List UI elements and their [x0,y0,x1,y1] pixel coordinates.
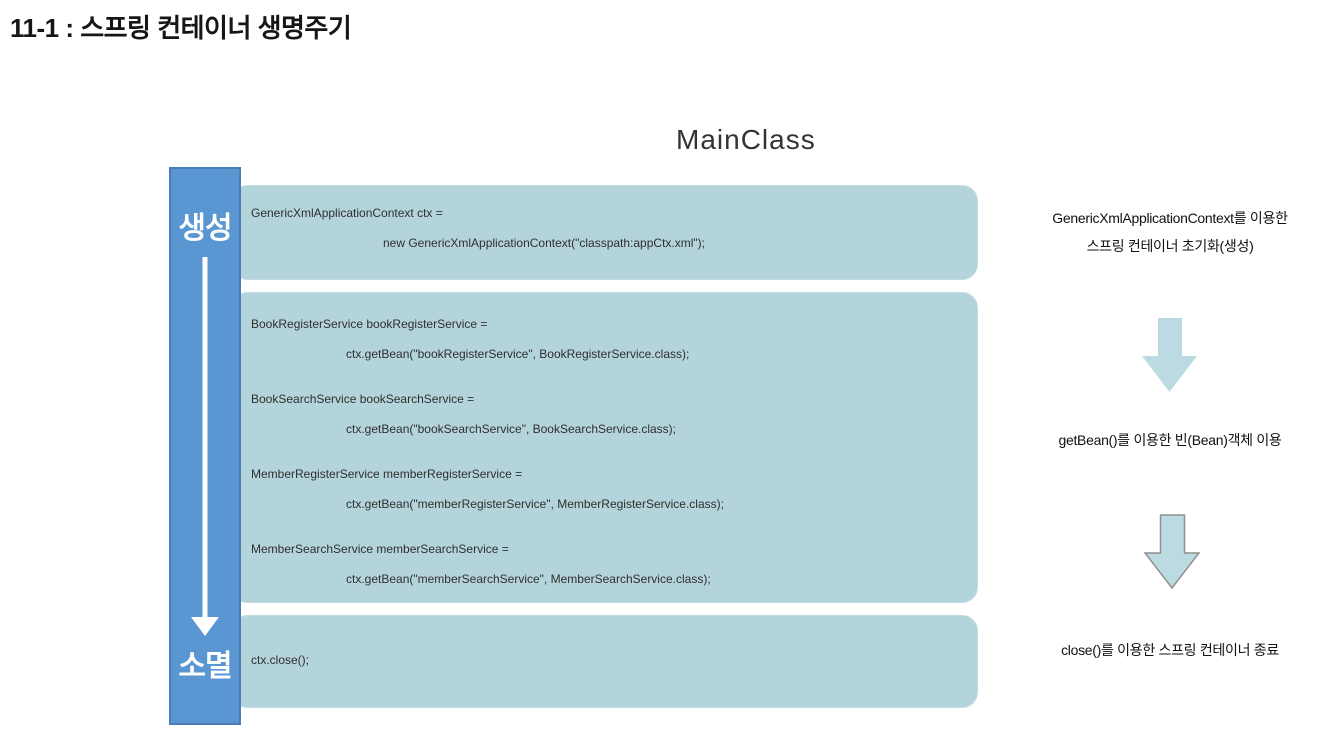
code-line: BookRegisterService bookRegisterService … [251,317,488,331]
code-line: BookSearchService bookSearchService = [251,392,475,406]
annotation-line: GenericXmlApplicationContext를 이용한 [1052,210,1288,226]
annotation-container-init: GenericXmlApplicationContext를 이용한 스프링 컨테… [1020,204,1320,260]
code-block-getbean-usage: BookRegisterService bookRegisterService … [232,292,978,603]
code-line: ctx.getBean("memberRegisterService", Mem… [346,497,724,511]
code-block-container-init: GenericXmlApplicationContext ctx = new G… [232,185,978,280]
code-line: ctx.getBean("bookRegisterService", BookR… [346,347,690,361]
mainclass-heading: MainClass [676,124,816,155]
down-arrow-icon [1144,514,1200,589]
code-line: new GenericXmlApplicationContext("classp… [383,236,705,250]
annotation-line: close()를 이용한 스프링 컨테이너 종료 [1061,642,1279,658]
code-line: ctx.close(); [251,653,310,667]
annotation-line: getBean()를 이용한 빈(Bean)객체 이용 [1058,432,1282,448]
code-block-container-close: ctx.close(); [232,615,978,708]
code-line: MemberRegisterService memberRegisterServ… [251,467,523,481]
page-title: 11-1 : 스프링 컨테이너 생명주기 [10,13,352,43]
lifecycle-down-arrow-icon [191,617,219,636]
annotation-container-close: close()를 이용한 스프링 컨테이너 종료 [1020,636,1320,664]
annotation-line: 스프링 컨테이너 초기화(생성) [1086,238,1254,254]
down-arrow-icon [1142,318,1197,392]
code-line: GenericXmlApplicationContext ctx = [251,206,443,220]
annotation-getbean-usage: getBean()를 이용한 빈(Bean)객체 이용 [1020,426,1320,454]
create-label: 생성 [178,212,232,245]
code-line: ctx.getBean("memberSearchService", Membe… [346,572,711,586]
lifecycle-down-arrow-shaft [202,257,208,617]
destroy-label: 소멸 [178,650,232,683]
code-line: MemberSearchService memberSearchService … [251,542,509,556]
lifecycle-bar: 생성 소멸 [169,167,241,725]
code-line: ctx.getBean("bookSearchService", BookSea… [346,422,677,436]
